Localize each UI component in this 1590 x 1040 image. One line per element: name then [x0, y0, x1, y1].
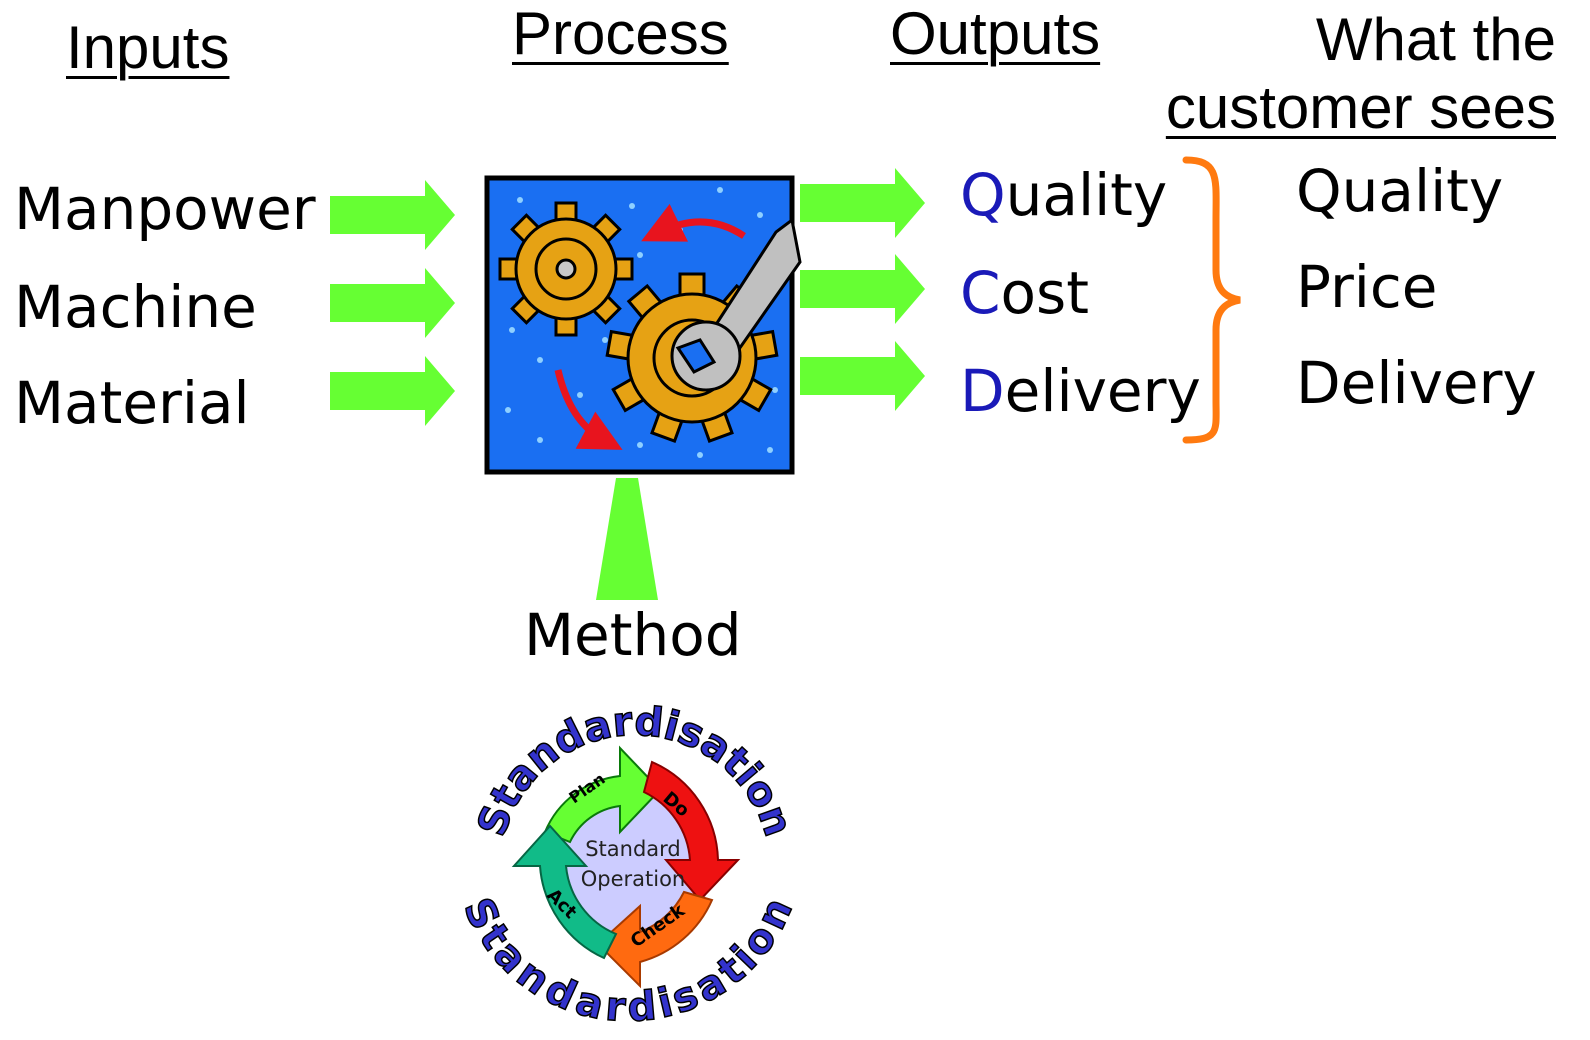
pdca-arrow-do [642, 760, 741, 902]
wrench-icon [670, 217, 802, 392]
output-rest-quality: uality [1005, 161, 1168, 229]
output-label-quality: Quality [960, 166, 1167, 224]
output-arrow-delivery [800, 341, 925, 411]
output-initial-q: Q [960, 161, 1006, 229]
customer-label-quality: Quality [1296, 157, 1504, 225]
pdca-center-line2: Operation [581, 867, 686, 891]
rotation-arrow-icon [554, 369, 623, 450]
input-label-material: Material [14, 369, 250, 437]
pdca-cycle-icon: Plan Do Check Act Standard Operation Sta… [453, 698, 802, 1032]
pdca-arrow-act [511, 824, 618, 960]
pdca-center-line1: Standard [585, 837, 681, 861]
pdca-arrow-check [596, 890, 714, 989]
input-arrow-machine [330, 268, 455, 338]
customer-label-delivery: Delivery [1296, 349, 1537, 417]
header-customer-line1: What the [1315, 6, 1556, 73]
output-arrow-quality [800, 168, 925, 238]
header-inputs: Inputs [66, 14, 230, 81]
pdca-arrow-plan [543, 745, 662, 844]
output-label-delivery: Delivery [960, 362, 1201, 420]
header-customer-line2: customer sees [1165, 74, 1556, 141]
output-label-cost: Cost [960, 264, 1089, 322]
input-label-manpower: Manpower [14, 175, 316, 243]
output-rest-cost: ost [1000, 259, 1089, 327]
input-label-machine: Machine [14, 273, 257, 341]
input-arrow-manpower [330, 180, 455, 250]
output-rest-delivery: elivery [1004, 357, 1201, 425]
process-box [484, 175, 802, 475]
input-arrow-material [330, 356, 455, 426]
gear-icon [498, 201, 634, 337]
header-outputs: Outputs [890, 0, 1101, 67]
rotation-arrow-icon [641, 203, 746, 242]
customer-label-price: Price [1296, 253, 1438, 321]
output-initial-c: C [960, 259, 1001, 327]
output-arrow-cost [800, 254, 925, 324]
gear-icon [605, 272, 779, 443]
header-customer-sees: What the customer sees [1166, 6, 1556, 142]
header-process: Process [512, 0, 729, 67]
brace-icon [1182, 156, 1241, 444]
output-initial-d: D [960, 357, 1005, 425]
method-label: Method [524, 601, 742, 669]
method-arrow [596, 478, 658, 600]
